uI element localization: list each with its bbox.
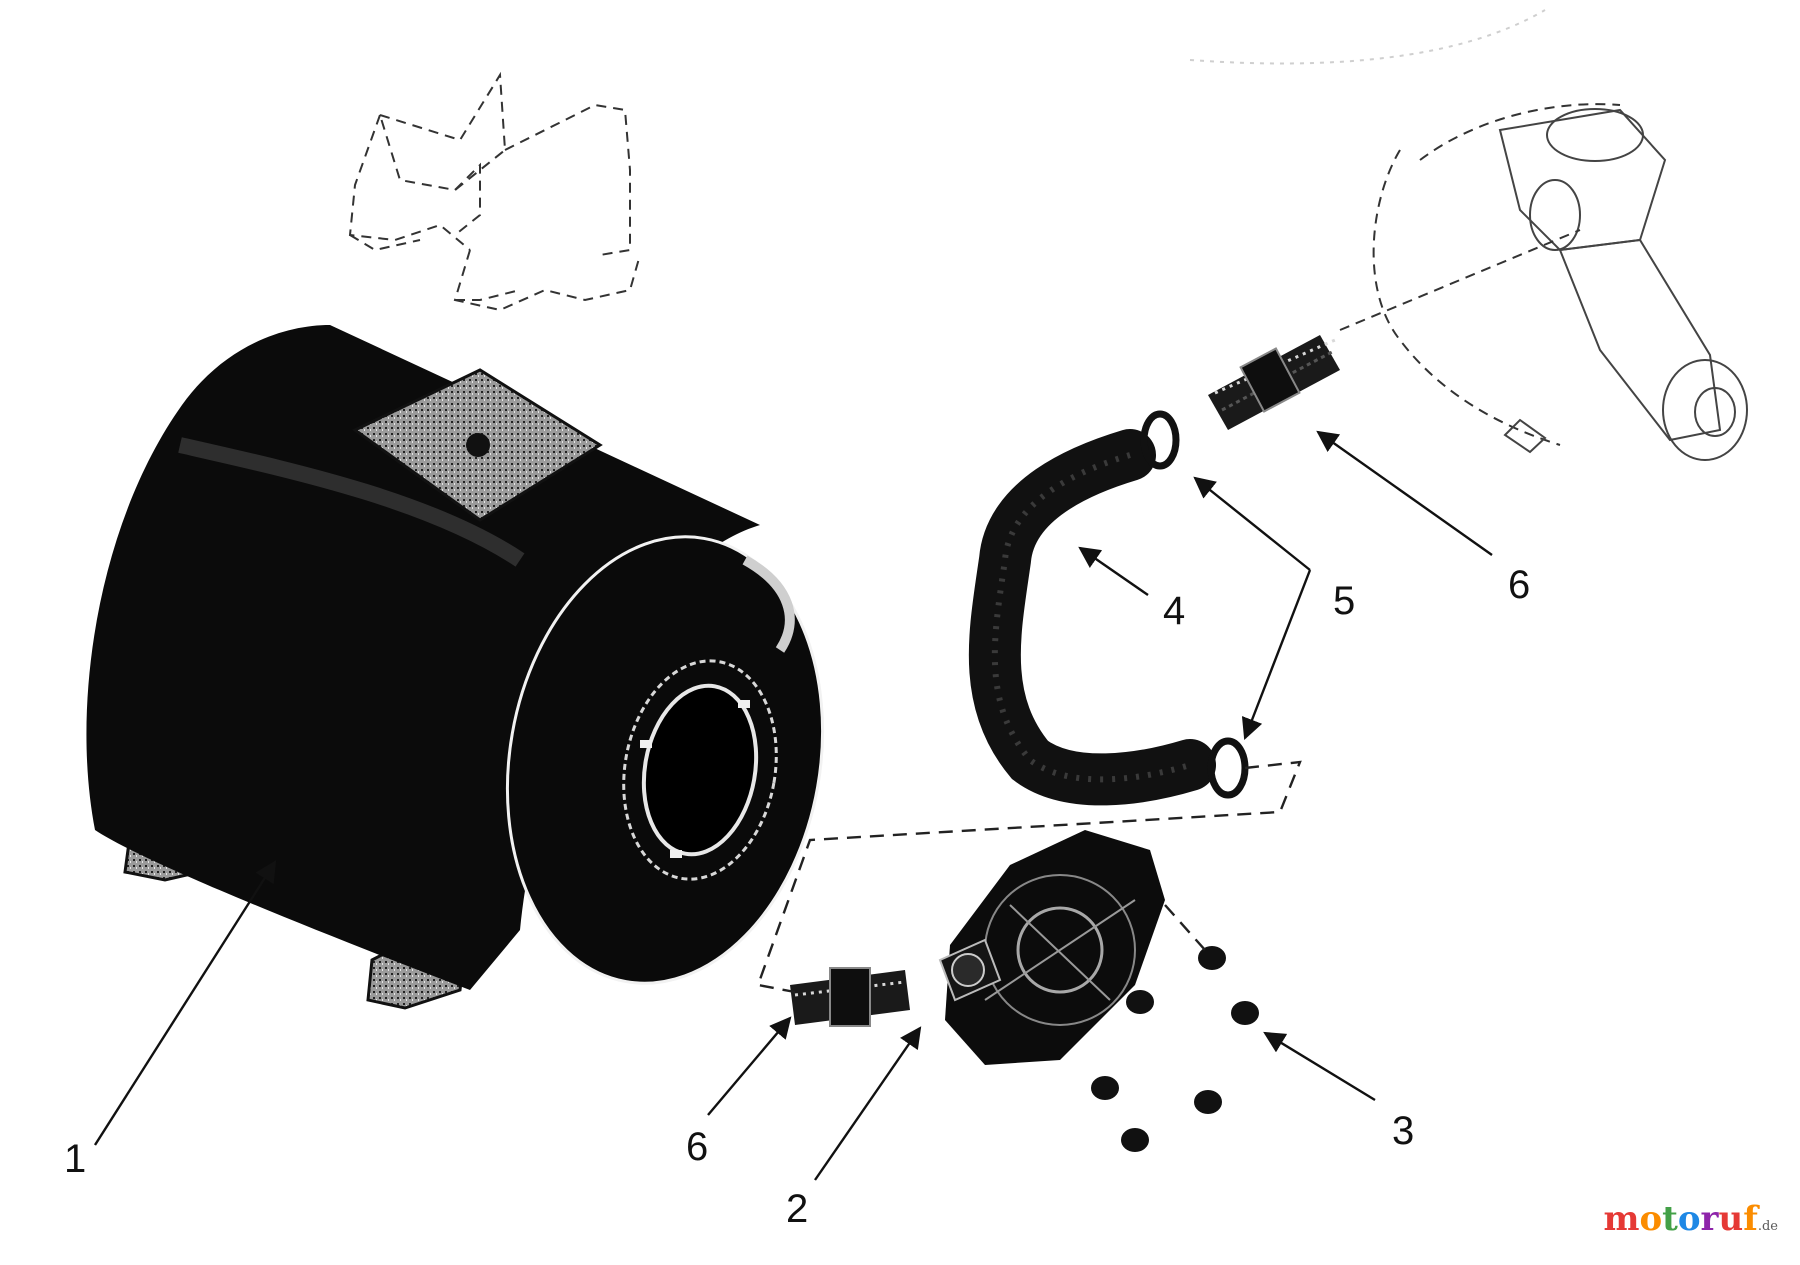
hose-fitting-bottom xyxy=(790,967,910,1027)
callout-2: 2 xyxy=(786,1187,808,1231)
watermark-letter: f xyxy=(1743,1199,1758,1239)
leader-5a xyxy=(1193,476,1311,571)
watermark-letter: u xyxy=(1718,1199,1744,1239)
pump-flange xyxy=(938,830,1165,1065)
leader-6-bottom xyxy=(707,1016,792,1116)
ghost-pump-housing xyxy=(1339,103,1748,461)
callout-3: 3 xyxy=(1392,1109,1414,1153)
ghost-base-stand xyxy=(348,71,641,312)
leader-2 xyxy=(814,1026,922,1181)
watermark-letter: o xyxy=(1639,1199,1663,1239)
hose-texture xyxy=(991,452,1191,783)
callout-6-bottom: 6 xyxy=(686,1125,708,1169)
nut-dash-line xyxy=(1164,904,1206,951)
watermark-brand: motoruf xyxy=(1603,1199,1757,1239)
callout-1: 1 xyxy=(64,1137,86,1181)
assembly-dash-line xyxy=(756,760,1302,994)
watermark-letter: o xyxy=(1677,1199,1701,1239)
flange-nuts xyxy=(1091,946,1259,1152)
leader-6-top xyxy=(1316,430,1493,556)
leader-4 xyxy=(1078,546,1149,596)
watermark-suffix: .de xyxy=(1757,1219,1778,1234)
watermark-letter: m xyxy=(1603,1199,1640,1239)
watermark-letter: t xyxy=(1662,1199,1678,1239)
hose-fitting-top xyxy=(1208,335,1340,430)
hose xyxy=(968,429,1216,806)
leader-3 xyxy=(1263,1031,1376,1102)
callout-6-top: 6 xyxy=(1508,563,1530,607)
callout-5: 5 xyxy=(1333,579,1355,623)
stray-arc xyxy=(1189,9,1546,65)
leader-5b xyxy=(1241,569,1312,741)
leader-1 xyxy=(93,860,277,1146)
motor-housing xyxy=(86,325,825,1010)
hose-clamp-bottom xyxy=(1207,737,1249,799)
watermark-letter: r xyxy=(1700,1199,1719,1239)
hose-clamp-top xyxy=(1140,410,1180,470)
watermark-logo: motoruf.de xyxy=(1603,1199,1778,1239)
callout-4: 4 xyxy=(1163,589,1185,633)
